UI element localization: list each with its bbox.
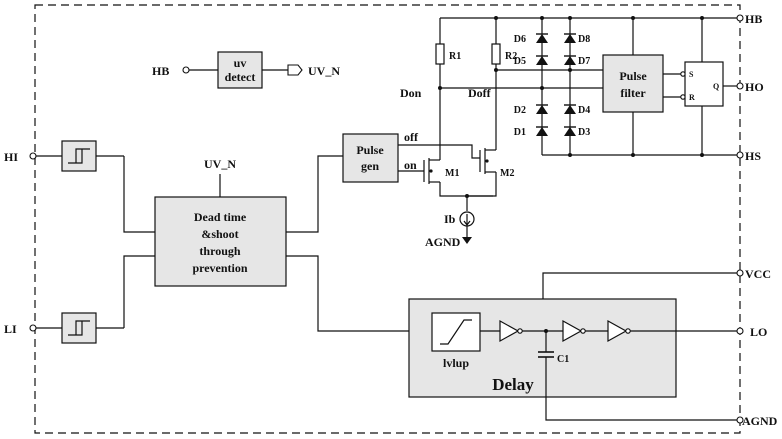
agnd-mid-arrow [462,237,472,244]
dead-time-label-3: through [199,244,240,258]
pin-li [29,324,37,332]
uv-detect-label-1: uv [234,56,247,70]
chip-boundary [34,4,741,434]
on-signal-label: on [404,158,417,172]
diode-d4 [563,104,577,115]
latch-r-label: R [689,93,695,102]
m1-transistor [423,100,493,197]
uv-n-output-arrow [287,64,303,76]
uv-detect-label-2: detect [225,70,256,84]
pin-ho-label: HO [745,80,764,94]
inverter-1 [499,319,520,343]
dead-time-block [154,196,287,287]
li-schmitt-icon [68,320,90,336]
diode-d6 [535,33,549,44]
resistor-r1 [435,43,445,65]
pin-hb-left-label: HB [152,64,169,78]
pin-vcc-label: VCC [745,267,771,281]
doff-label: Doff [468,86,492,100]
r1-label: R1 [449,51,461,62]
d2-label: D2 [514,105,526,116]
hi-schmitt-icon [68,148,90,164]
off-signal-label: off [404,130,419,144]
pulse-gen-label-2: gen [361,159,379,173]
diode-d1 [535,126,549,137]
uv-n-output-label: UV_N [308,64,340,78]
d4-label: D4 [578,105,590,116]
pin-hb-right [736,14,744,22]
inverter-3 [607,319,628,343]
pin-lo [736,327,744,335]
pin-hs-label: HS [745,149,761,163]
pulse-gen-label-1: Pulse [356,143,384,157]
pin-hb-right-label: HB [745,12,762,26]
sr-latch-block [684,61,724,107]
pin-vcc [736,269,744,277]
d6-label: D6 [514,34,526,45]
d5-label: D5 [514,56,526,67]
d7-label: D7 [578,56,590,67]
dead-time-label-4: prevention [192,261,247,275]
pin-lo-label: LO [750,325,767,339]
m2-transistor [466,100,497,197]
pin-hs [736,151,744,159]
pulse-gen-block [342,133,399,183]
d8-label: D8 [578,34,590,45]
pulse-filter-label-1: Pulse [619,69,647,83]
inverter-2 [562,319,583,343]
m2-label: M2 [500,168,514,179]
diode-d5 [535,55,549,66]
d3-label: D3 [578,127,590,138]
li-schmitt-buffer [61,312,97,344]
agnd-mid-label: AGND [425,235,461,249]
don-label: Don [400,86,422,100]
m1-label: M1 [445,168,459,179]
ib-label: Ib [444,212,456,226]
diode-d8 [563,33,577,44]
latch-q-label: Q [713,82,719,91]
latch-s-label: S [689,70,694,79]
resistor-r2 [491,43,501,65]
d1-label: D1 [514,127,526,138]
dead-time-label-2: &shoot [201,227,238,241]
uv-n-input-label: UV_N [204,157,236,171]
hi-schmitt-buffer [61,140,97,172]
dead-time-label-1: Dead time [194,210,247,224]
diode-d7 [563,55,577,66]
pin-agnd-right-label: AGND [742,414,778,428]
c1-label: C1 [557,354,569,365]
diode-d2 [535,104,549,115]
pulse-filter-block [602,54,664,113]
pin-ho [736,82,744,90]
pin-agnd-right [736,416,744,424]
diode-d3 [563,126,577,137]
lvlup-label: lvlup [443,356,469,370]
pulse-filter-label-2: filter [620,86,646,100]
lvlup-ramp-icon [440,319,472,345]
r2-label: R2 [505,51,517,62]
pin-hi-label: HI [4,150,18,164]
delay-label: Delay [492,375,534,394]
pin-li-label: LI [4,322,17,336]
pin-hi [29,152,37,160]
pin-hb-left [182,66,190,74]
